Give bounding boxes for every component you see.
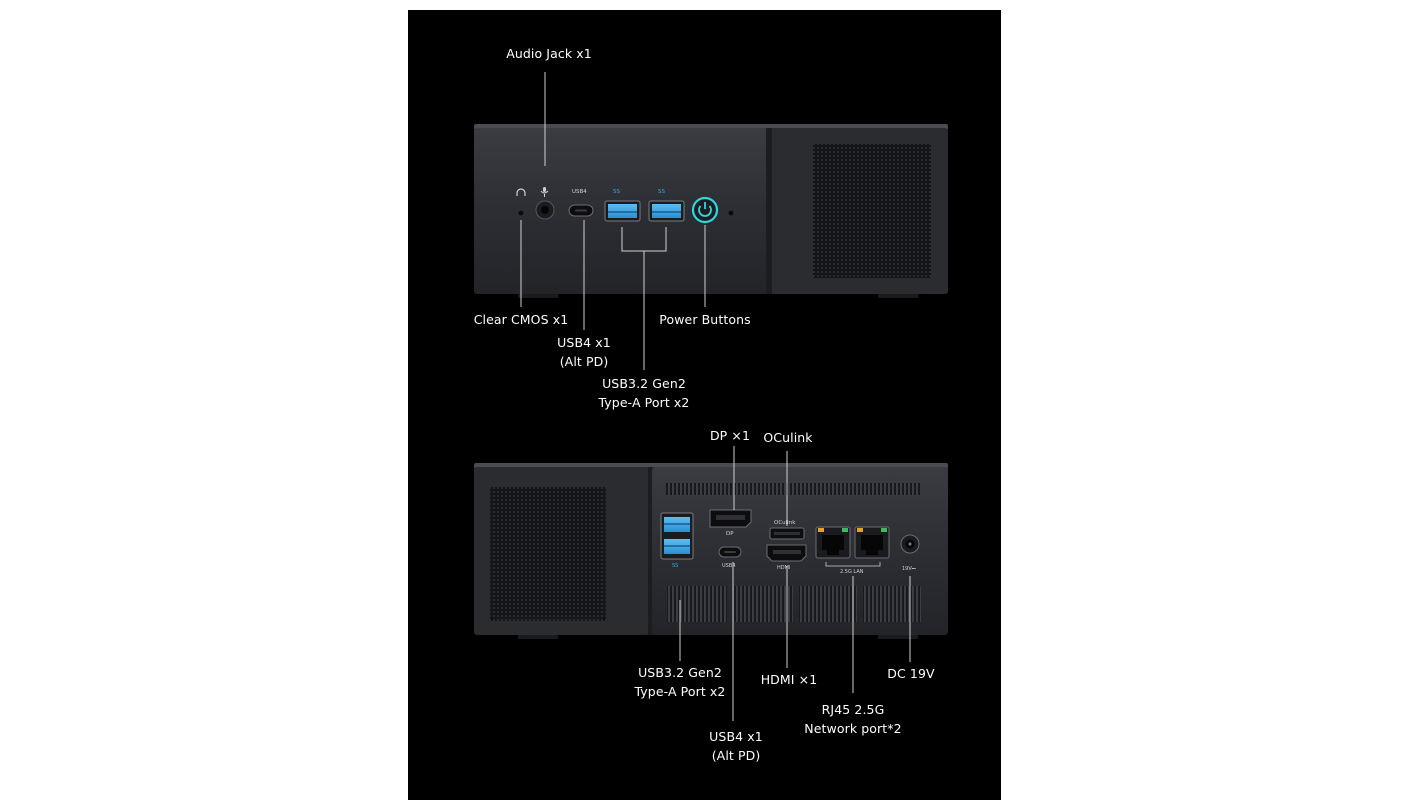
label-rear-usb32-line2: Type-A Port x2 [634,684,726,699]
label-rear-usb4-line2: (Alt PD) [711,748,761,763]
label-dc: DC 19V [887,666,935,681]
dc-jack [900,534,920,554]
displayport-port [709,509,752,528]
label-front-usb32-line2: Type-A Port x2 [598,395,690,410]
label-rj45-line1: RJ45 2.5G [821,702,885,717]
clear-cmos-pinhole [518,210,524,216]
label-front-usb4-line2: (Alt PD) [559,354,609,369]
label-oculink: OCulink [763,430,813,445]
label-front-usb4-line1: USB4 x1 [557,335,611,350]
rear-foot-right [878,635,918,639]
rj45-port-2 [854,526,890,559]
microphone-icon [540,187,549,197]
rear-usb4-silkscreen: USB4 [722,563,735,569]
label-rear-usb4: USB4 x1 (Alt PD) [698,727,774,765]
lan-bracket [825,562,881,567]
audio-jack [535,200,555,220]
front-usb3-port-1 [604,200,641,222]
label-dp: DP ×1 [709,428,751,443]
label-rear-usb32: USB3.2 Gen2 Type-A Port x2 [630,663,730,701]
front-ss-silkscreen-1: SS [613,189,620,195]
label-audio-jack: Audio Jack x1 [506,46,592,61]
front-seam [766,128,772,294]
rear-foot-left [518,635,558,639]
power-button [691,196,719,224]
label-front-usb32-line1: USB3.2 Gen2 [602,376,686,391]
rear-device: SS DP USB4 OCulink HDMI [474,446,948,721]
label-rear-usb4-line1: USB4 x1 [709,729,763,744]
oculink-port [769,527,805,540]
rear-vent-mesh [490,487,606,621]
rj45-port-1 [815,526,851,559]
front-usb4-port [568,204,594,217]
front-usb4-silkscreen: USB4 [572,189,587,195]
hdmi-port [766,544,807,562]
hdmi-silkscreen: HDMI [777,565,790,571]
front-foot-right [878,294,918,298]
label-front-usb32: USB3.2 Gen2 Type-A Port x2 [596,374,692,412]
rear-bottom-vents [667,586,921,622]
front-device: USB4 SS SS [474,72,948,370]
label-power-buttons: Power Buttons [659,312,751,327]
product-image-panel: USB4 SS SS [408,10,1001,800]
front-leader-lines [520,72,706,370]
front-usb3-port-2 [648,200,685,222]
label-clear-cmos: Clear CMOS x1 [473,312,569,327]
rear-top-vent [666,483,920,495]
label-rear-usb32-line1: USB3.2 Gen2 [638,665,722,680]
rear-usb3-ports [660,512,694,560]
label-front-usb4: USB4 x1 (Alt PD) [546,333,622,371]
lan-silkscreen: 2.5G LAN [840,569,864,575]
rear-ss-silkscreen: SS [672,563,678,569]
rear-leader-lines [679,446,911,721]
status-led [728,210,734,216]
dp-silkscreen: DP [726,531,734,537]
front-ss-silkscreen-2: SS [658,189,665,195]
rear-seam [648,467,654,635]
label-rj45: RJ45 2.5G Network port*2 [800,700,906,738]
mini-pc-illustration: USB4 SS SS [474,72,948,721]
dc-silkscreen: 19V⎓ [902,566,916,572]
oculink-silkscreen: OCulink [774,520,796,526]
rear-usb4-port [718,546,742,558]
label-hdmi: HDMI ×1 [760,672,818,687]
headphone-icon [516,188,526,196]
label-rj45-line2: Network port*2 [804,721,902,736]
front-vent-mesh [813,144,931,278]
front-foot-left [518,294,558,298]
